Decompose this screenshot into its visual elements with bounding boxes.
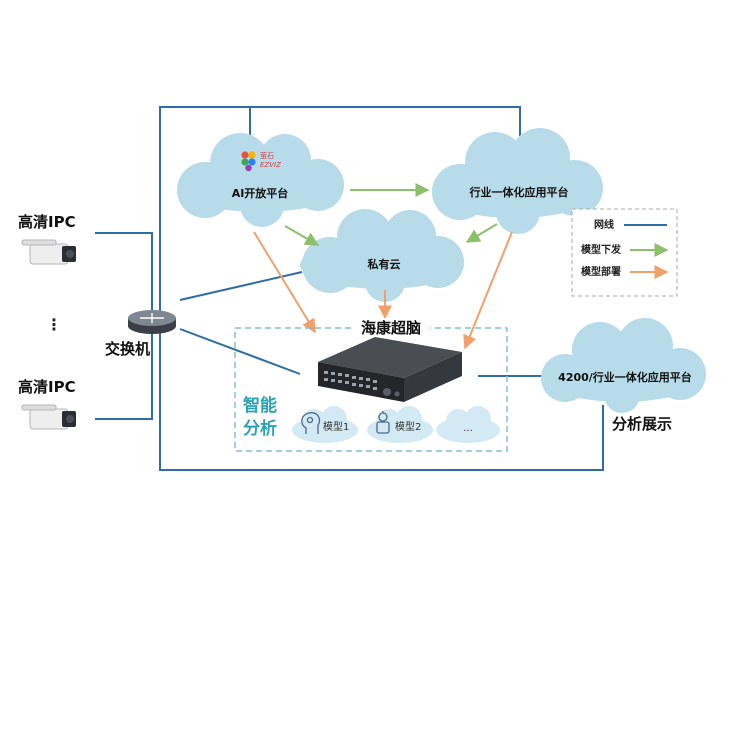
network-line-bottom-loop [159,333,604,471]
model-deploy-arrows [253,231,513,350]
cloud-private [300,209,464,302]
legend-label-model-deploy: 模型部署 [581,265,621,278]
industry-platform-label: 行业一体化应用平台 [469,185,569,199]
ipc-camera-top-icon [21,239,76,265]
model2-label: 模型2 [395,420,421,433]
ezviz-logo-cn: 萤石 [260,151,274,160]
model3-cloud [436,406,500,443]
ipc-top-label: 高清IPC [18,213,76,231]
smart-analysis-label-line1: 智能 [243,395,277,416]
ai-platform-label: AI开放平台 [232,186,289,200]
ezviz-logo-icon [241,151,256,172]
hikvision-superbrain-nvr [318,337,462,402]
arrow-industry-to-private [465,223,498,243]
robot-icon [376,411,390,434]
model2-cloud [367,406,433,443]
switch-label: 交换机 [105,340,150,358]
network-line-ipc-bottom [95,332,153,420]
legend-label-model-push: 模型下发 [581,243,622,256]
ipc-bottom-label: 高清IPC [18,378,76,396]
arrow-ai-to-private [284,225,320,246]
analysis-platform-label: 4200/行业一体化应用平台 [558,370,692,384]
network-line-ipc-top [95,232,153,312]
cloud-industry-platform [432,128,603,234]
private-cloud-label: 私有云 [368,257,401,271]
network-lines [95,106,604,471]
ezviz-logo-en: EZVIZ [260,161,281,169]
network-line-switch-to-brain [179,328,301,375]
cloud-analysis-platform [541,318,706,413]
ellipsis: ⋮ [46,315,62,334]
network-line-top-loop [159,106,521,318]
network-line-switch-to-private-cloud [179,271,303,301]
arrow-ai-to-brain [253,231,316,334]
brain-title-bg [352,318,430,338]
legend-label-network: 网线 [594,218,614,231]
model3-label: ... [463,423,473,434]
analysis-display-label: 分析展示 [612,415,672,433]
brain-head-icon [301,412,321,434]
brain-title: 海康超脑 [361,319,421,337]
model1-cloud [292,406,358,443]
switch-icon [128,310,176,334]
smart-analysis-label-line2: 分析 [243,418,277,439]
model-push-arrows [284,183,498,246]
model1-label: 模型1 [323,420,349,433]
ipc-camera-bottom-icon [21,404,76,430]
cloud-ai-platform [177,133,344,227]
legend: 网线 模型下发 模型部署 [571,208,678,297]
arrow-industry-to-brain [463,231,513,350]
